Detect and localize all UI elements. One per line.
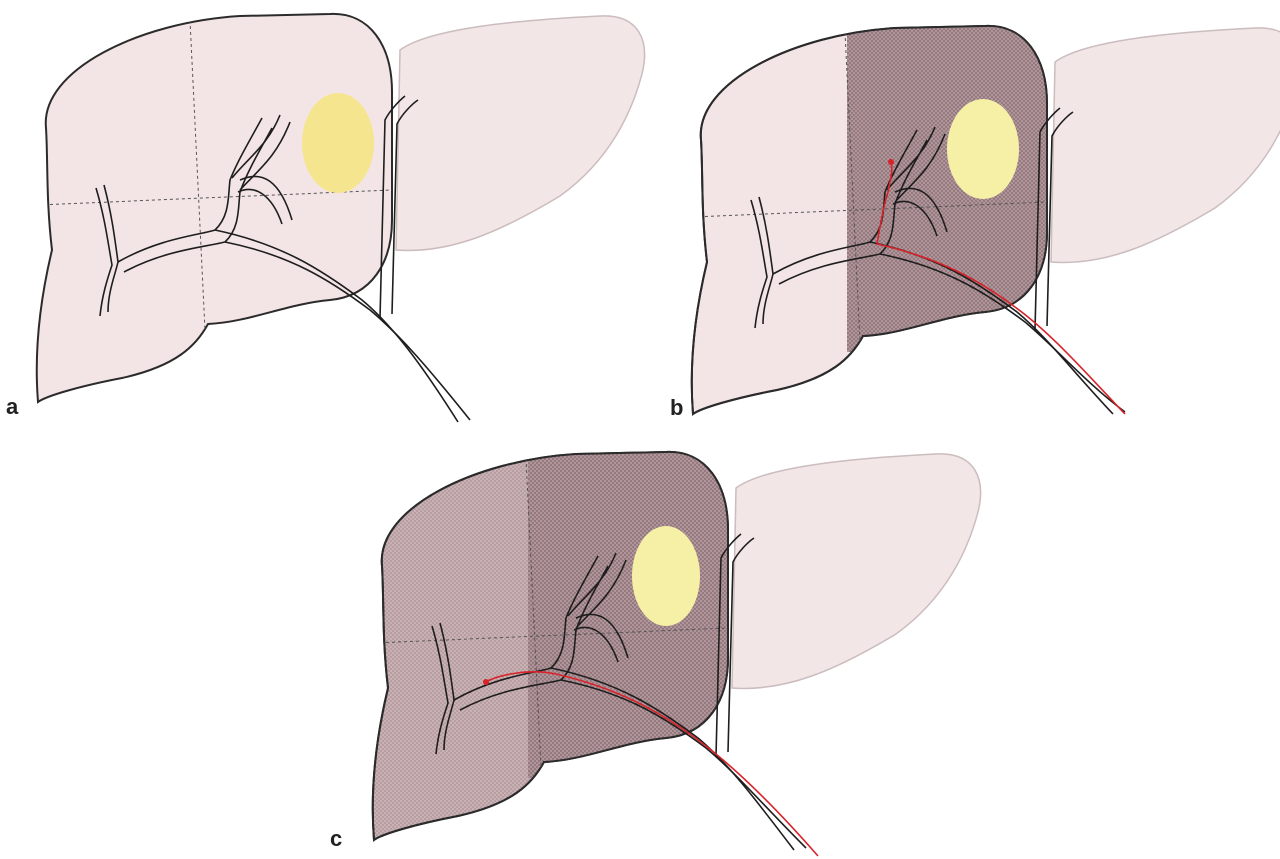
left-lobe (732, 454, 981, 689)
left-lobe (396, 16, 645, 251)
panel-b: b (670, 12, 1280, 420)
panel-a: a (6, 14, 645, 422)
panel-label-b: b (670, 395, 683, 420)
catheter-tip (483, 679, 489, 685)
tumor (947, 99, 1019, 199)
panel-label-a: a (6, 394, 19, 419)
catheter-tip (888, 159, 894, 165)
tumor (302, 93, 374, 193)
tumor (632, 526, 700, 626)
embolized-anterior-section (528, 438, 748, 778)
left-lobe (1051, 28, 1280, 263)
panel-label-c: c (330, 826, 342, 851)
panel-c: c (330, 438, 981, 856)
right-lobe (37, 14, 392, 402)
